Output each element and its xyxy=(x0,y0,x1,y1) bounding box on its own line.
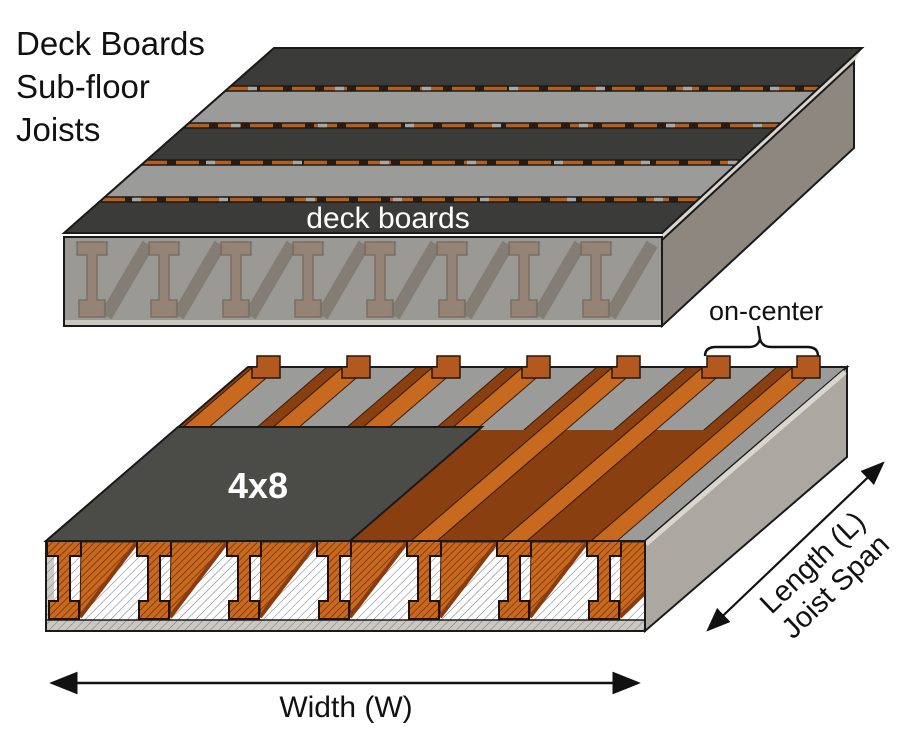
joist-end-cap xyxy=(701,355,731,379)
joist-top-band xyxy=(589,367,821,430)
joist-top-band xyxy=(499,367,731,430)
width-label: Width (W) xyxy=(279,691,412,724)
ijoist-section xyxy=(226,541,262,620)
joist-side-band xyxy=(303,367,525,430)
joist-top-band xyxy=(589,430,774,541)
bracket-brace xyxy=(703,338,820,357)
length-arrow-line xyxy=(706,461,885,632)
joist-end-cap xyxy=(611,355,641,379)
ghost-ijoist xyxy=(436,241,468,318)
top-deck-bottom-strip xyxy=(64,320,662,326)
joist-side-face xyxy=(435,430,705,541)
subfloor-strip xyxy=(103,164,737,198)
ijoist-section xyxy=(136,541,172,620)
joist-side-face xyxy=(525,430,774,541)
ijoist-section xyxy=(316,541,352,620)
on-center-bracket xyxy=(703,325,820,357)
top-deck-front-face xyxy=(64,237,662,326)
on-center-label: on-center xyxy=(709,296,823,326)
ghost-ijoist xyxy=(148,241,180,318)
deck-board-strip xyxy=(145,127,777,161)
bottom-deck: 4x8 xyxy=(43,296,850,634)
joist-top-band xyxy=(229,367,461,430)
width-arrow: Width (W) xyxy=(49,671,641,724)
joist-side-face xyxy=(350,430,615,541)
top-deck-top-outline xyxy=(61,47,865,234)
top-deck-front-outline xyxy=(63,236,663,327)
top-deck: deck boards xyxy=(61,47,865,329)
joist-gap-lines xyxy=(102,86,818,202)
panel-size-label: 4x8 xyxy=(228,465,288,506)
top-deck-front-shadows xyxy=(100,240,658,320)
joist-end-cap xyxy=(251,355,281,379)
joist-top-band xyxy=(499,430,731,541)
joist-end-cap xyxy=(431,355,461,379)
joist-top-band xyxy=(409,430,641,541)
ghost-ijoist xyxy=(580,241,612,318)
joist-side-band xyxy=(573,367,795,430)
gap-wedge-edges xyxy=(78,541,645,619)
joist-side-band xyxy=(393,367,615,430)
ijoist-cross-sections xyxy=(46,541,622,620)
joist-side-band xyxy=(175,367,345,430)
ghost-ijoist xyxy=(76,241,108,318)
ghost-ijoist xyxy=(508,241,540,318)
joist-top-band xyxy=(175,367,281,430)
joist-top-band xyxy=(409,367,641,430)
ghost-ijoist xyxy=(292,241,324,318)
legend-joists: Joists xyxy=(16,111,100,148)
legend-deck-boards: Deck Boards xyxy=(16,25,205,62)
top-deck-ghost-joists xyxy=(76,241,612,318)
bottom-deck-front-outline xyxy=(45,540,646,632)
ijoist-section xyxy=(586,541,622,620)
joist-end-cap xyxy=(791,355,821,379)
ijoist-section xyxy=(406,541,442,620)
ijoist-section xyxy=(496,541,532,620)
joist-top-band xyxy=(319,367,551,430)
top-deck-edge-rim xyxy=(662,48,862,240)
joist-side-band xyxy=(483,367,705,430)
bottom-deck-edge-rim xyxy=(644,370,847,546)
subfloor-strip xyxy=(187,90,817,124)
deck-boards-surface-label: deck boards xyxy=(306,202,469,235)
ijoist-section xyxy=(46,541,82,620)
bracket-tick xyxy=(756,325,762,340)
joist-top-band xyxy=(175,367,371,430)
ghost-ijoist xyxy=(364,241,396,318)
ghost-ijoist xyxy=(220,241,252,318)
joist-side-band xyxy=(213,367,435,430)
top-deck-ghost-veil xyxy=(64,237,662,320)
deck-board-strip-back xyxy=(229,47,864,87)
legend: Deck Boards Sub-floor Joists xyxy=(16,25,205,148)
joist-end-cap xyxy=(341,355,371,379)
legend-sub-floor: Sub-floor xyxy=(16,68,150,105)
joist-end-caps xyxy=(251,355,821,379)
bottom-deck-front-face xyxy=(46,541,645,631)
joist-end-cap xyxy=(521,355,551,379)
